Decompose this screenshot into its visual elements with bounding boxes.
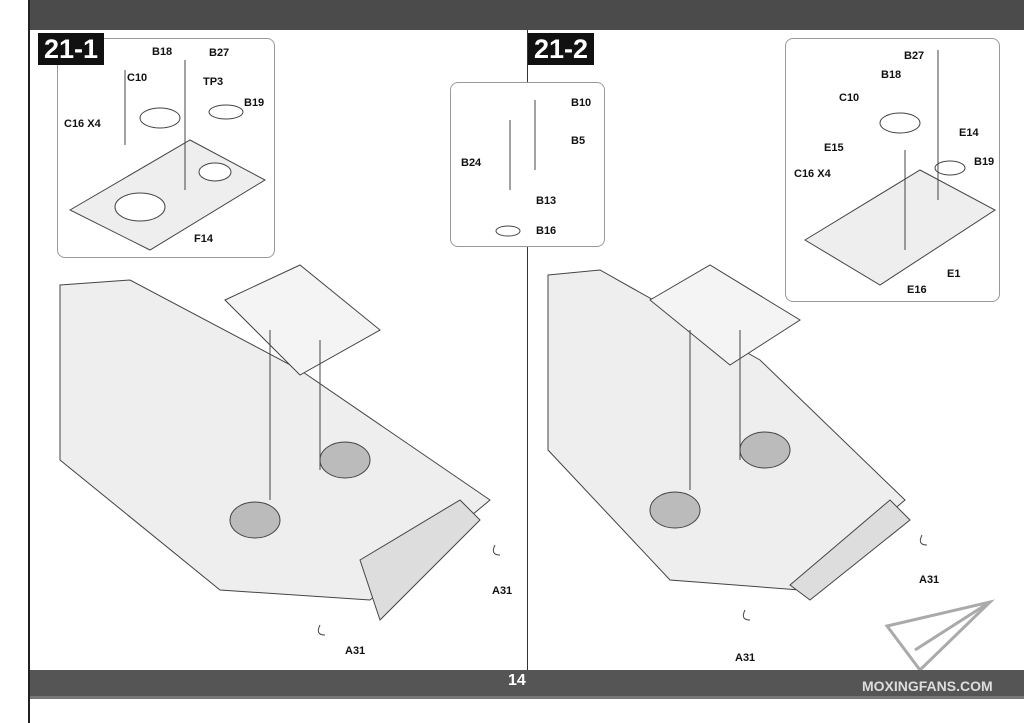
deck-plate-21-2 <box>649 264 801 366</box>
part-label: E14 <box>959 127 979 139</box>
rear-plate-21-2 <box>789 499 911 601</box>
hatch-part <box>114 192 166 222</box>
hatch-part <box>198 162 232 182</box>
hatch-part <box>879 112 921 134</box>
top-bar <box>30 0 1024 30</box>
part-label: C10 <box>839 92 860 104</box>
part-label: F14 <box>194 233 213 245</box>
engine-grille <box>229 501 281 539</box>
part-label: B10 <box>571 97 592 109</box>
part-label: A31 <box>735 652 756 664</box>
paper-plane-logo <box>884 599 995 673</box>
bottom-bar <box>30 670 1024 696</box>
tow-hook-a31 <box>919 534 928 546</box>
part-label: C16 X4 <box>794 168 831 180</box>
part-label: B27 <box>209 47 230 59</box>
tow-hook-a31 <box>317 624 326 636</box>
watermark: MOXINGFANS.COM <box>862 678 993 694</box>
part-label: B27 <box>904 50 925 62</box>
part-label: B5 <box>571 135 586 147</box>
hatch-part <box>208 104 244 120</box>
rear-plate-21-1 <box>359 499 481 621</box>
part-label: C16 X4 <box>64 118 101 130</box>
part-label: B18 <box>881 69 902 81</box>
bottom-line <box>30 696 1024 699</box>
engine-grille <box>319 441 371 479</box>
engine-grille <box>739 431 791 469</box>
step-21-2-center-inset <box>450 82 605 247</box>
part-label: B19 <box>974 156 995 168</box>
page-divider <box>527 30 528 670</box>
mount-part <box>495 225 521 237</box>
part-label: C10 <box>127 72 148 84</box>
part-label: E16 <box>907 284 927 296</box>
part-label: B16 <box>536 225 557 237</box>
tow-hook-a31 <box>742 609 751 621</box>
engine-grille <box>649 491 701 529</box>
part-label: B24 <box>461 157 482 169</box>
hatch-part <box>934 160 966 176</box>
part-label: A31 <box>492 585 513 597</box>
hatch-plate-21-2 <box>804 169 996 286</box>
page-edge <box>0 0 30 723</box>
hatch-plate-21-1 <box>68 139 267 251</box>
page-number: 14 <box>508 672 526 689</box>
part-label: E1 <box>947 268 961 280</box>
part-label: A31 <box>919 574 940 586</box>
hatch-part <box>139 107 181 129</box>
part-label: A31 <box>345 645 366 657</box>
deck-plate-21-1 <box>224 264 381 376</box>
part-label: B13 <box>536 195 557 207</box>
step-badge-21-2: 21-2 <box>528 33 595 65</box>
part-label: B19 <box>244 97 265 109</box>
part-label: B18 <box>152 46 173 58</box>
part-label: TP3 <box>203 76 224 88</box>
step-badge-21-1: 21-1 <box>38 33 105 65</box>
part-label: E15 <box>824 142 844 154</box>
tow-hook-a31 <box>492 544 501 556</box>
